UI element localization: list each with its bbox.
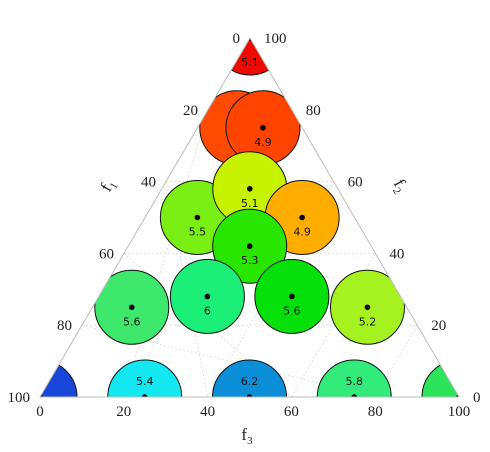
tick-label-f1: 40	[141, 175, 156, 191]
bubble-circle	[107, 359, 183, 397]
data-label: 4.9	[293, 226, 311, 239]
data-label: 5.3	[241, 254, 259, 267]
data-label: 5.1	[241, 197, 259, 210]
bubble: 5.4	[107, 359, 183, 397]
axis-label-f3: f3	[241, 425, 253, 447]
tick-label-f3: 80	[368, 404, 383, 420]
tick-label-f2: 100	[264, 31, 287, 47]
tick-label-f1: 100	[8, 390, 31, 406]
tick-label-f2: 80	[306, 103, 321, 119]
axis-label-f2: f2	[387, 176, 412, 197]
tick-label-f1: 80	[57, 318, 72, 334]
bubble-center-dot	[204, 293, 211, 300]
bubble-center-dot	[289, 293, 295, 300]
bubble-center-dot	[456, 394, 459, 397]
bubble-center-dot	[246, 185, 253, 192]
tick-label-f1: 60	[99, 246, 114, 262]
bubble-center-dot	[246, 394, 253, 397]
data-label: 4.9	[254, 136, 272, 149]
data-label: 5.6	[123, 315, 141, 328]
axis-label-f1: f1	[96, 176, 121, 197]
data-label: 6.2	[241, 375, 259, 388]
bubble-circle	[212, 359, 287, 397]
tick-label-f3: 60	[284, 404, 299, 420]
bubble-circle	[316, 359, 392, 397]
bubble-center-dot	[40, 394, 43, 397]
tick-label-f2: 20	[431, 318, 446, 334]
tick-label-f3: 40	[200, 404, 215, 420]
bubble-center-dot	[141, 394, 148, 397]
data-label: 5.8	[346, 375, 364, 388]
bubble: 5.8	[316, 359, 392, 397]
bubble: 6.2	[212, 359, 287, 397]
tick-label-f2: 60	[348, 175, 363, 191]
bubble-circle	[421, 359, 459, 397]
data-label: 5.1	[241, 56, 259, 69]
bubble-circle	[40, 359, 78, 397]
bubble-group: 5.154.95.55.14.95.35.665.65.25.85.46.25.…	[40, 38, 459, 397]
bubble-center-dot	[194, 214, 201, 221]
tick-labels: 0 20 40 60 80 100 100 80 60 40 20 0 0 20 40 60 80 100	[8, 31, 481, 420]
tick-label-f3: 0	[36, 404, 44, 420]
data-label: 5.4	[136, 375, 154, 388]
tick-label-f2: 40	[389, 246, 404, 262]
data-label: 5.6	[283, 304, 301, 317]
tick-label-f1: 20	[183, 103, 198, 119]
data-label: 5.5	[189, 226, 207, 239]
grid-line	[123, 109, 293, 398]
data-label: 6	[204, 304, 211, 317]
bubble: 5.6	[254, 258, 330, 334]
bubble: 5.6	[94, 269, 170, 345]
bubble-center-dot	[246, 243, 253, 250]
bubble-center-dot	[128, 304, 135, 311]
bubble: 5.3	[212, 208, 288, 284]
bubble-center-dot	[260, 124, 266, 131]
tick-label-f3: 20	[116, 404, 131, 420]
bubble-center-dot	[299, 214, 305, 221]
bubble-center-dot	[364, 304, 371, 311]
tick-label-f1: 0	[233, 31, 241, 47]
bubble: 5.2	[329, 269, 405, 345]
tick-label-f2: 0	[473, 390, 481, 406]
bubble-center-dot	[351, 394, 358, 397]
tick-label-f3: 100	[448, 404, 471, 420]
data-label: 5.2	[359, 315, 377, 328]
triangle-outline	[39, 37, 460, 398]
bubble: 6	[169, 258, 245, 334]
